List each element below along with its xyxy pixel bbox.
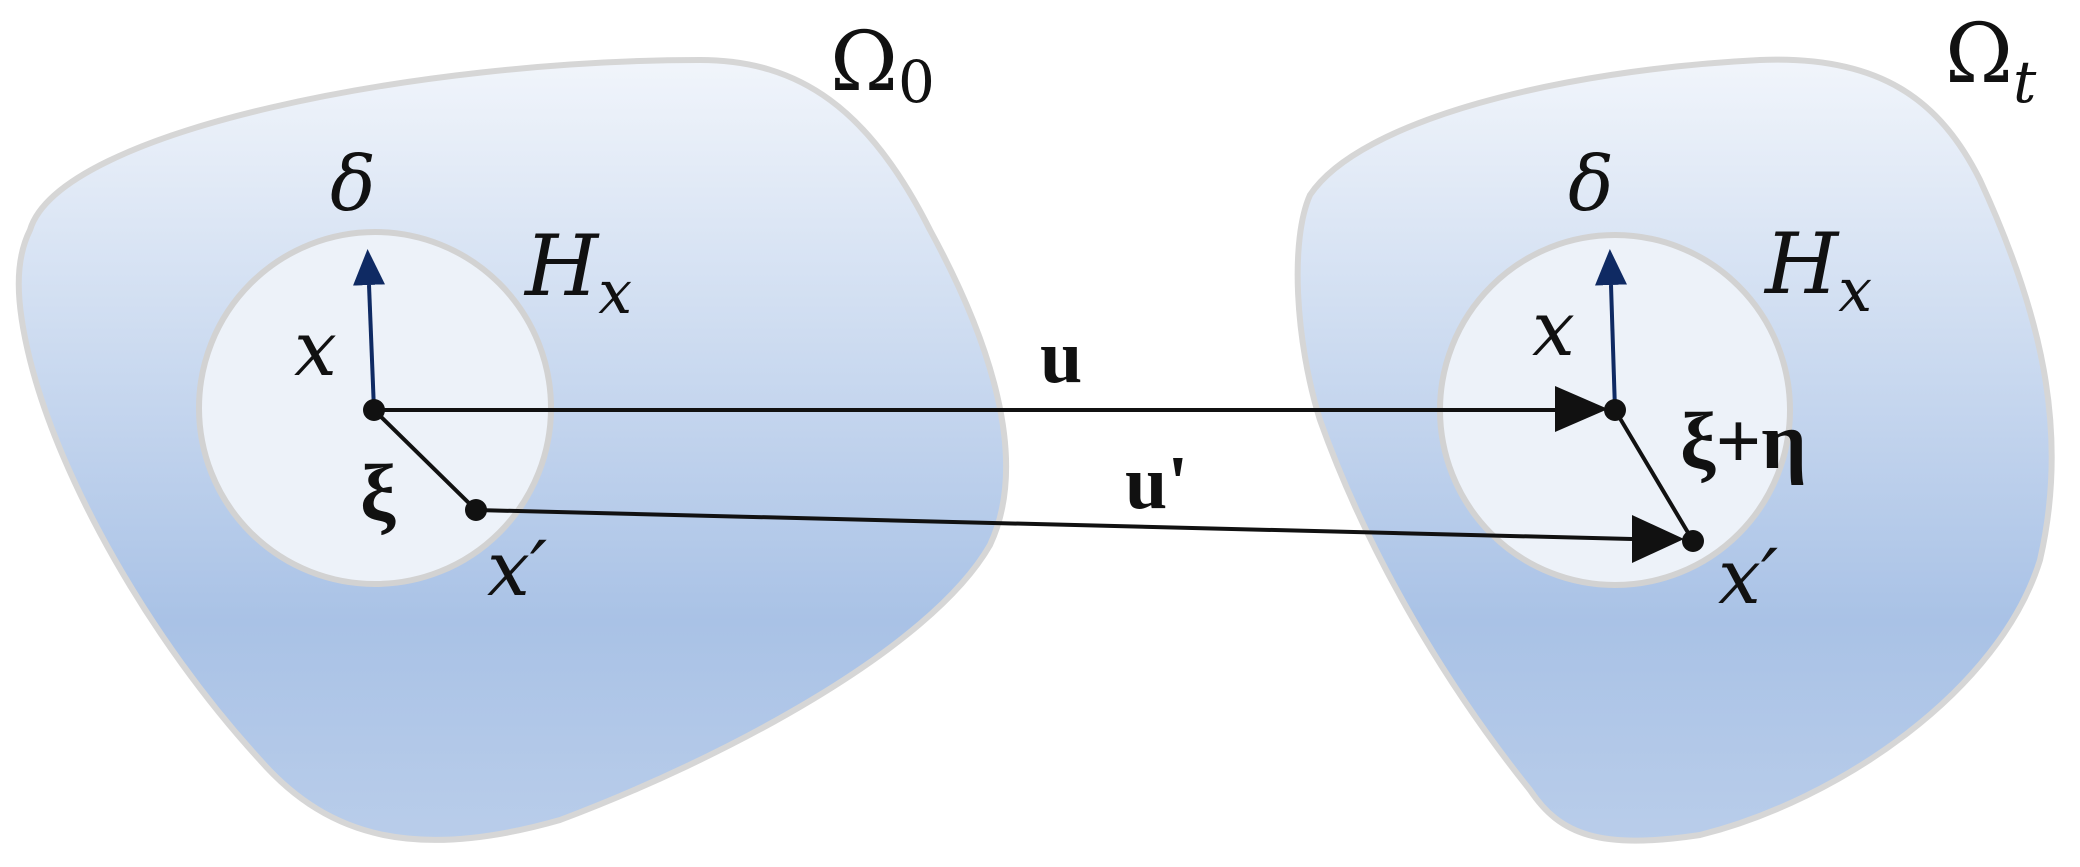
displacement-u-arrowhead [1555, 386, 1608, 432]
displacement-label-u-prime: u' [1125, 441, 1188, 525]
horizon-label-left: Hx [523, 217, 632, 328]
point-x-left [363, 399, 385, 421]
point-x-prime-left [465, 499, 487, 521]
bond-xi-plus-eta [1613, 408, 1695, 543]
point-x-prime-right [1682, 530, 1704, 552]
bond-xi [372, 408, 478, 512]
point-label-x-right: x [1532, 284, 1575, 373]
horizon-label-right: Hx [1763, 215, 1872, 326]
delta-arrow-right [1595, 249, 1627, 411]
point-label-x-prime-right: x′ [1718, 532, 1778, 621]
displacement-u-prime-line [475, 508, 1633, 541]
bond-label-xi: ξ [360, 450, 396, 538]
bond-label-xi-plus-eta: ξ+η [1680, 398, 1807, 486]
delta-label-right: δ [1568, 139, 1614, 228]
domain-label-omega-0: Ω0 [830, 15, 935, 116]
delta-arrow-left [353, 249, 385, 411]
delta-label-left: δ [330, 139, 376, 228]
point-label-x-left: x [294, 304, 337, 393]
displacement-label-u: u [1040, 315, 1082, 399]
displacement-u-prime-arrowhead [1632, 515, 1684, 563]
domain-label-omega-t: Ωt [1945, 7, 2037, 116]
point-x-right [1604, 399, 1626, 421]
point-label-x-prime-left: x′ [487, 524, 547, 613]
